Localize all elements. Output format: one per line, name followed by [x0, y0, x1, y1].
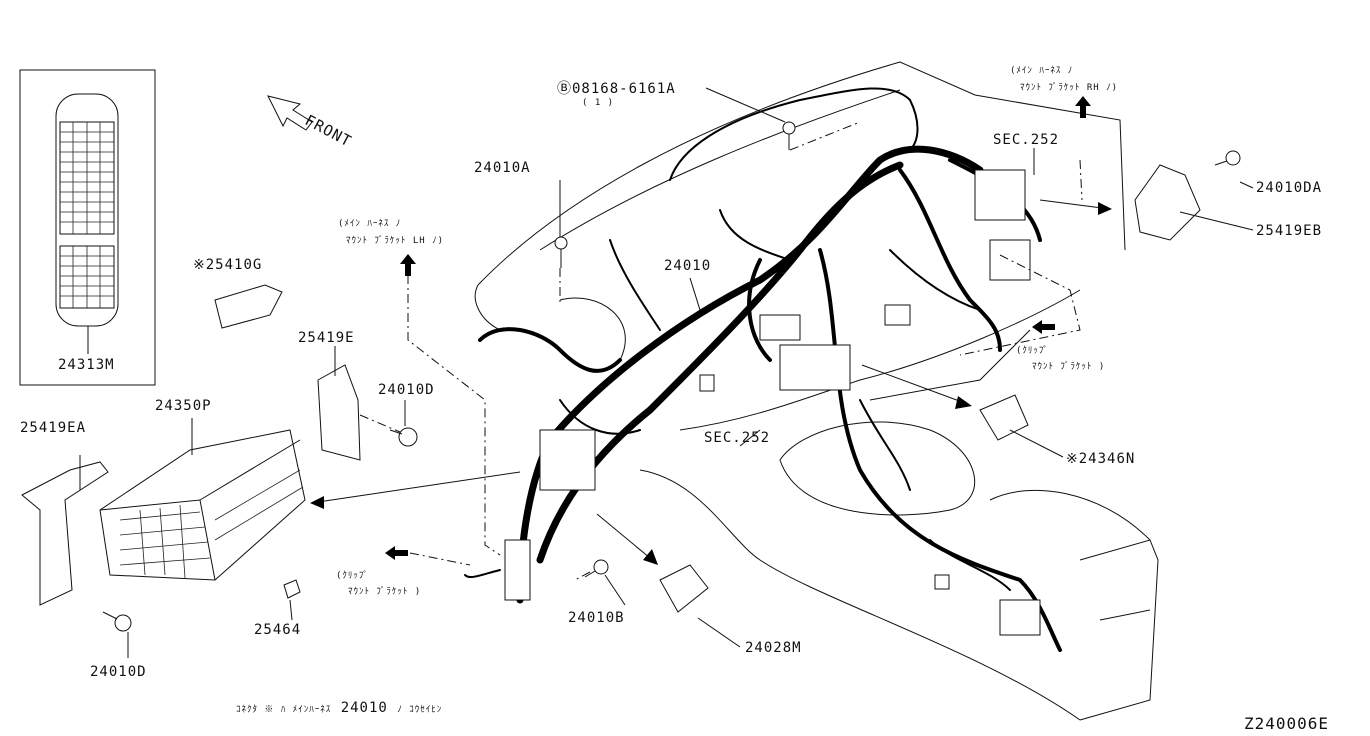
label-25419e: 25419E [298, 330, 355, 346]
direction-arrows [310, 96, 1112, 565]
ref-note-rh-line2: ﾏｳﾝﾄ ﾌﾞﾗｹｯﾄ RH ﾉ) [1020, 83, 1119, 93]
label-24010a: 24010A [474, 160, 531, 176]
label-25419ea: 25419EA [20, 420, 87, 436]
label-24010-main-harness: 24010 [664, 258, 712, 274]
ref-note-lh-line2: ﾏｳﾝﾄ ﾌﾞﾗｹｯﾄ LH ﾉ) [346, 236, 445, 246]
diagram-id: Z240006E [1244, 714, 1330, 733]
ref-note-rh-line1: (ﾒｲﾝ ﾊｰﾈｽ ﾉ [1010, 66, 1074, 76]
dashboard-outline [474, 61, 1159, 721]
leader-lines [79, 87, 1254, 658]
front-arrow-icon [267, 95, 313, 131]
inset-frame [19, 69, 156, 386]
bracket-25419ea [21, 461, 109, 606]
label-24010d-lower: 24010D [90, 664, 147, 680]
label-sec252-right: SEC.252 [993, 132, 1060, 148]
reference-lines [359, 121, 1083, 581]
ref-note-right-line1: (ｸﾘｯﾌﾟ [1016, 346, 1049, 356]
label-sec252-left: SEC.252 [704, 430, 771, 446]
label-24313m: 24313M [58, 357, 115, 373]
footnote-suffix: ﾉ ｺｳｾｲﾋﾝ [397, 705, 443, 715]
connector-blocks [504, 169, 1041, 636]
clip-24346n [979, 394, 1029, 441]
bolt-icons [102, 121, 1241, 632]
label-24010b: 24010B [568, 610, 625, 626]
footnote: ｺﾈｸﾀ ※ ﾊ ﾒｲﾝﾊｰﾈｽ 24010 ﾉ ｺｳｾｲﾋﾝ [236, 700, 442, 716]
bracket-25419eb [1134, 164, 1201, 241]
label-bolt-quantity: ( 1 ) [582, 98, 615, 108]
label-24010da: 24010DA [1256, 180, 1323, 196]
fuse-label-sheet [55, 93, 119, 354]
ref-note-lh-line1: (ﾒｲﾝ ﾊｰﾈｽ ﾉ [338, 219, 402, 229]
ref-note-right-line2: ﾏｳﾝﾄ ﾌﾞﾗｹｯﾄ ) [1032, 362, 1106, 372]
label-24346n: ※24346N [1066, 451, 1136, 467]
label-25410g: ※25410G [193, 257, 263, 273]
bracket-25419e [317, 364, 361, 461]
ref-note-bottom-left-line1: (ｸﾘｯﾌﾟ [336, 571, 369, 581]
fuse-block-24350p [99, 429, 306, 581]
footnote-prefix: ｺﾈｸﾀ ※ ﾊ ﾒｲﾝﾊｰﾈｽ [236, 705, 332, 715]
footnote-part-code: 24010 [340, 700, 388, 716]
main-harness-24010 [464, 87, 1062, 652]
label-25464: 25464 [254, 622, 302, 638]
label-24028m: 24028M [745, 640, 802, 656]
label-25419eb: 25419EB [1256, 223, 1323, 239]
label-24010d-upper: 24010D [378, 382, 435, 398]
label-bolt-part-number: Ⓑ08168-6161A [557, 81, 676, 97]
relay-25410g [214, 284, 283, 329]
ref-note-bottom-left-line2: ﾏｳﾝﾄ ﾌﾞﾗｹｯﾄ ) [348, 587, 422, 597]
label-24350p: 24350P [155, 398, 212, 414]
